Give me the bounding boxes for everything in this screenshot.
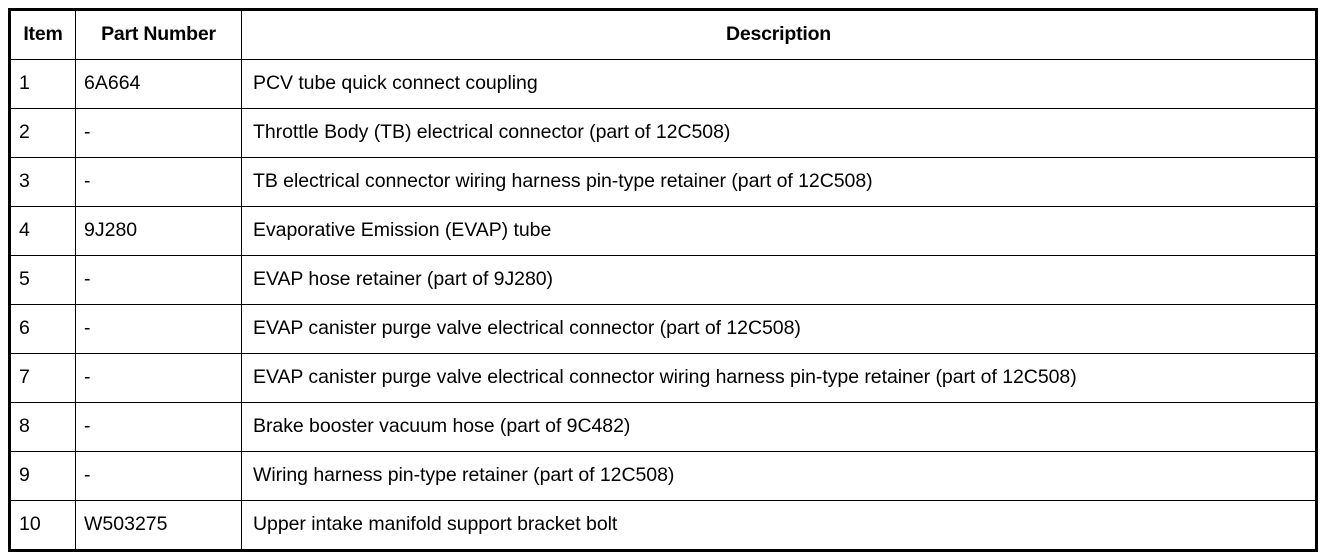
cell-part-number: 6A664: [75, 59, 242, 109]
cell-item: 7: [9, 353, 76, 403]
cell-part-number: 9J280: [75, 206, 242, 256]
cell-description: EVAP canister purge valve electrical con…: [241, 353, 1317, 403]
table-row: 9 - Wiring harness pin-type retainer (pa…: [9, 451, 1317, 501]
table-header: Item Part Number Description: [9, 9, 1317, 60]
table-row: 8 - Brake booster vacuum hose (part of 9…: [9, 402, 1317, 452]
column-header-description: Description: [241, 9, 1317, 60]
table-row: 5 - EVAP hose retainer (part of 9J280): [9, 255, 1317, 305]
cell-item: 4: [9, 206, 76, 256]
cell-item: 5: [9, 255, 76, 305]
cell-item: 2: [9, 108, 76, 158]
table-row: 1 6A664 PCV tube quick connect coupling: [9, 59, 1317, 109]
column-header-item: Item: [9, 9, 76, 60]
cell-part-number: -: [75, 157, 242, 207]
cell-description: TB electrical connector wiring harness p…: [241, 157, 1317, 207]
cell-description: Upper intake manifold support bracket bo…: [241, 500, 1317, 551]
cell-description: Brake booster vacuum hose (part of 9C482…: [241, 402, 1317, 452]
table-row: 6 - EVAP canister purge valve electrical…: [9, 304, 1317, 354]
cell-item: 8: [9, 402, 76, 452]
cell-part-number: -: [75, 402, 242, 452]
cell-item: 6: [9, 304, 76, 354]
table-body: 1 6A664 PCV tube quick connect coupling …: [9, 59, 1317, 551]
cell-part-number: -: [75, 255, 242, 305]
table-row: 10 W503275 Upper intake manifold support…: [9, 500, 1317, 551]
cell-item: 9: [9, 451, 76, 501]
table-header-row: Item Part Number Description: [9, 9, 1317, 60]
cell-part-number: -: [75, 353, 242, 403]
cell-part-number: W503275: [75, 500, 242, 551]
cell-description: EVAP canister purge valve electrical con…: [241, 304, 1317, 354]
cell-item: 10: [9, 500, 76, 551]
parts-legend-table: Item Part Number Description 1 6A664 PCV…: [8, 8, 1318, 552]
page-root: Item Part Number Description 1 6A664 PCV…: [8, 8, 1318, 552]
cell-description: Throttle Body (TB) electrical connector …: [241, 108, 1317, 158]
table-row: 2 - Throttle Body (TB) electrical connec…: [9, 108, 1317, 158]
cell-part-number: -: [75, 108, 242, 158]
cell-description: Wiring harness pin-type retainer (part o…: [241, 451, 1317, 501]
cell-description: PCV tube quick connect coupling: [241, 59, 1317, 109]
column-header-part-number: Part Number: [75, 9, 242, 60]
cell-part-number: -: [75, 304, 242, 354]
cell-part-number: -: [75, 451, 242, 501]
cell-item: 1: [9, 59, 76, 109]
cell-item: 3: [9, 157, 76, 207]
table-row: 7 - EVAP canister purge valve electrical…: [9, 353, 1317, 403]
cell-description: Evaporative Emission (EVAP) tube: [241, 206, 1317, 256]
table-row: 4 9J280 Evaporative Emission (EVAP) tube: [9, 206, 1317, 256]
cell-description: EVAP hose retainer (part of 9J280): [241, 255, 1317, 305]
table-row: 3 - TB electrical connector wiring harne…: [9, 157, 1317, 207]
